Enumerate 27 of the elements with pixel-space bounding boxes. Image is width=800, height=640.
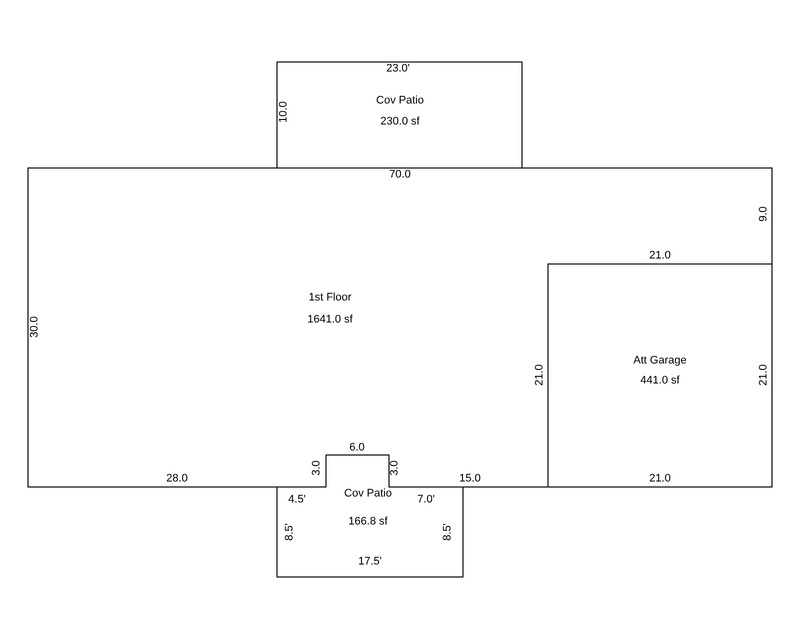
dimension-label: 21.0: [649, 474, 671, 484]
dimension-label: 30.0: [30, 316, 40, 338]
dimension-label: 21.0: [649, 250, 671, 262]
room-name: Cov Patio: [344, 488, 392, 500]
dimension-label: 8.5': [284, 523, 296, 541]
area-label: 1641.0 sf: [307, 314, 353, 326]
dimension-label: 70.0: [389, 170, 411, 180]
dimension-label: 17.5': [358, 556, 382, 568]
area-label: 230.0 sf: [380, 116, 420, 128]
dimension-label: 21.0: [534, 364, 546, 386]
dimension-label: 7.0': [417, 494, 435, 506]
dimension-label: 6.0: [349, 442, 365, 454]
area-label: 441.0 sf: [640, 376, 680, 386]
room-name: Cov Patio: [376, 96, 424, 106]
room-name: Att Garage: [633, 356, 687, 366]
area-label: 166.8 sf: [348, 516, 388, 528]
dimension-label: 3.0: [312, 460, 322, 476]
dimension-label: 23.0': [386, 64, 410, 74]
dimension-label: 15.0: [459, 474, 481, 484]
dimension-label: 10.0: [278, 101, 290, 123]
dimension-label: 28.0: [166, 474, 188, 484]
dimension-label: 9.0: [758, 206, 770, 222]
dimension-label: 4.5': [288, 494, 306, 506]
dimension-label: 8.5': [442, 523, 454, 541]
dimension-label: 21.0: [758, 364, 770, 386]
dimension-label: 3.0: [390, 460, 400, 476]
room-name: 1st Floor: [308, 292, 352, 304]
